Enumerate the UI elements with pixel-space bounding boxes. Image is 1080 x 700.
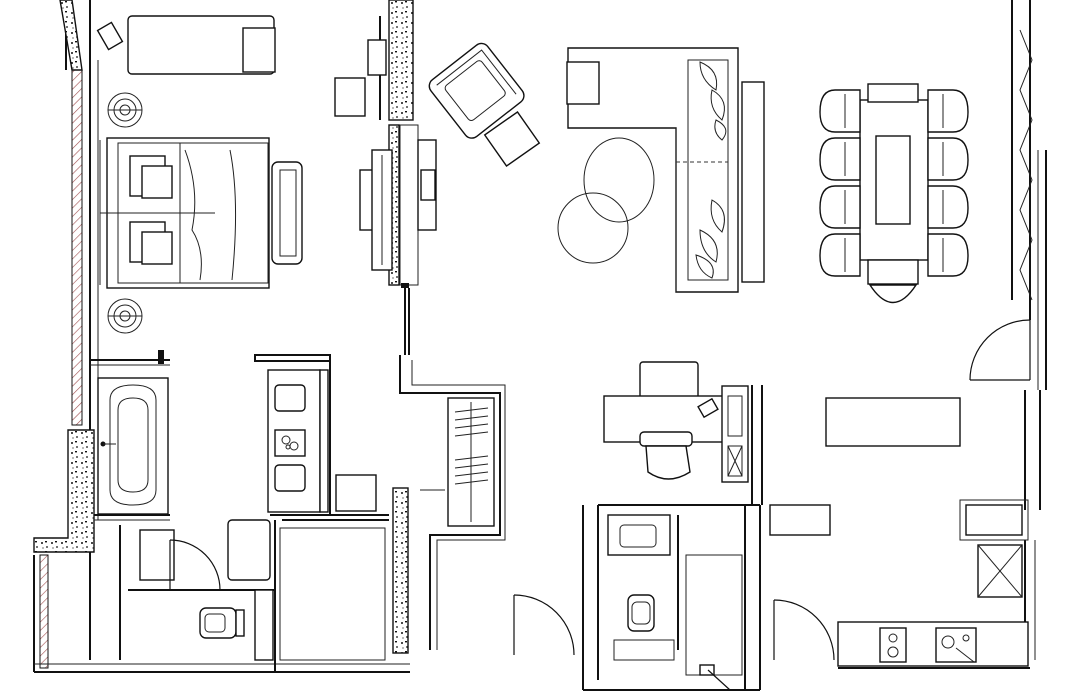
dining-chairs-left <box>819 89 861 277</box>
bench-table <box>825 397 961 447</box>
sideboard <box>721 385 749 483</box>
guest-wc <box>513 514 835 691</box>
shelf-right <box>965 504 1023 536</box>
sink <box>935 627 977 663</box>
kitchenette <box>769 499 1029 667</box>
lamp-icon <box>697 397 719 419</box>
cushions <box>695 61 727 279</box>
coffee-table-small <box>557 192 629 264</box>
armchair <box>271 161 303 265</box>
living-room <box>428 42 765 293</box>
toilet <box>199 607 245 639</box>
coffee-table-large <box>583 137 655 223</box>
tv-console <box>334 39 437 271</box>
toilet <box>627 594 655 632</box>
pillow <box>141 165 173 199</box>
shower-tray <box>139 529 175 581</box>
console <box>741 81 765 283</box>
exterior-walls <box>33 0 1047 691</box>
wardrobe <box>420 397 495 527</box>
dining-chair <box>867 83 919 103</box>
shelf-left <box>769 504 831 536</box>
stool <box>335 474 377 512</box>
basin <box>607 514 671 556</box>
dining-chair <box>867 259 919 285</box>
nightstand-lamp-bottom <box>107 298 143 334</box>
desk-chair <box>639 431 693 480</box>
dining-chairs-right <box>927 89 969 277</box>
study <box>603 361 961 483</box>
side-table <box>334 77 366 117</box>
ottoman <box>483 110 541 168</box>
lamp-icon <box>96 21 124 51</box>
door-handle <box>699 664 715 676</box>
dining <box>819 83 1031 381</box>
lounge-chair <box>428 42 525 139</box>
cooktop <box>879 627 907 663</box>
bench-side-table <box>242 27 276 73</box>
side-table <box>566 61 600 105</box>
bathroom <box>94 354 389 672</box>
bedroom <box>90 15 303 366</box>
pillow <box>141 231 173 265</box>
nightstand-lamp-top <box>107 92 143 128</box>
counter <box>837 621 1029 667</box>
